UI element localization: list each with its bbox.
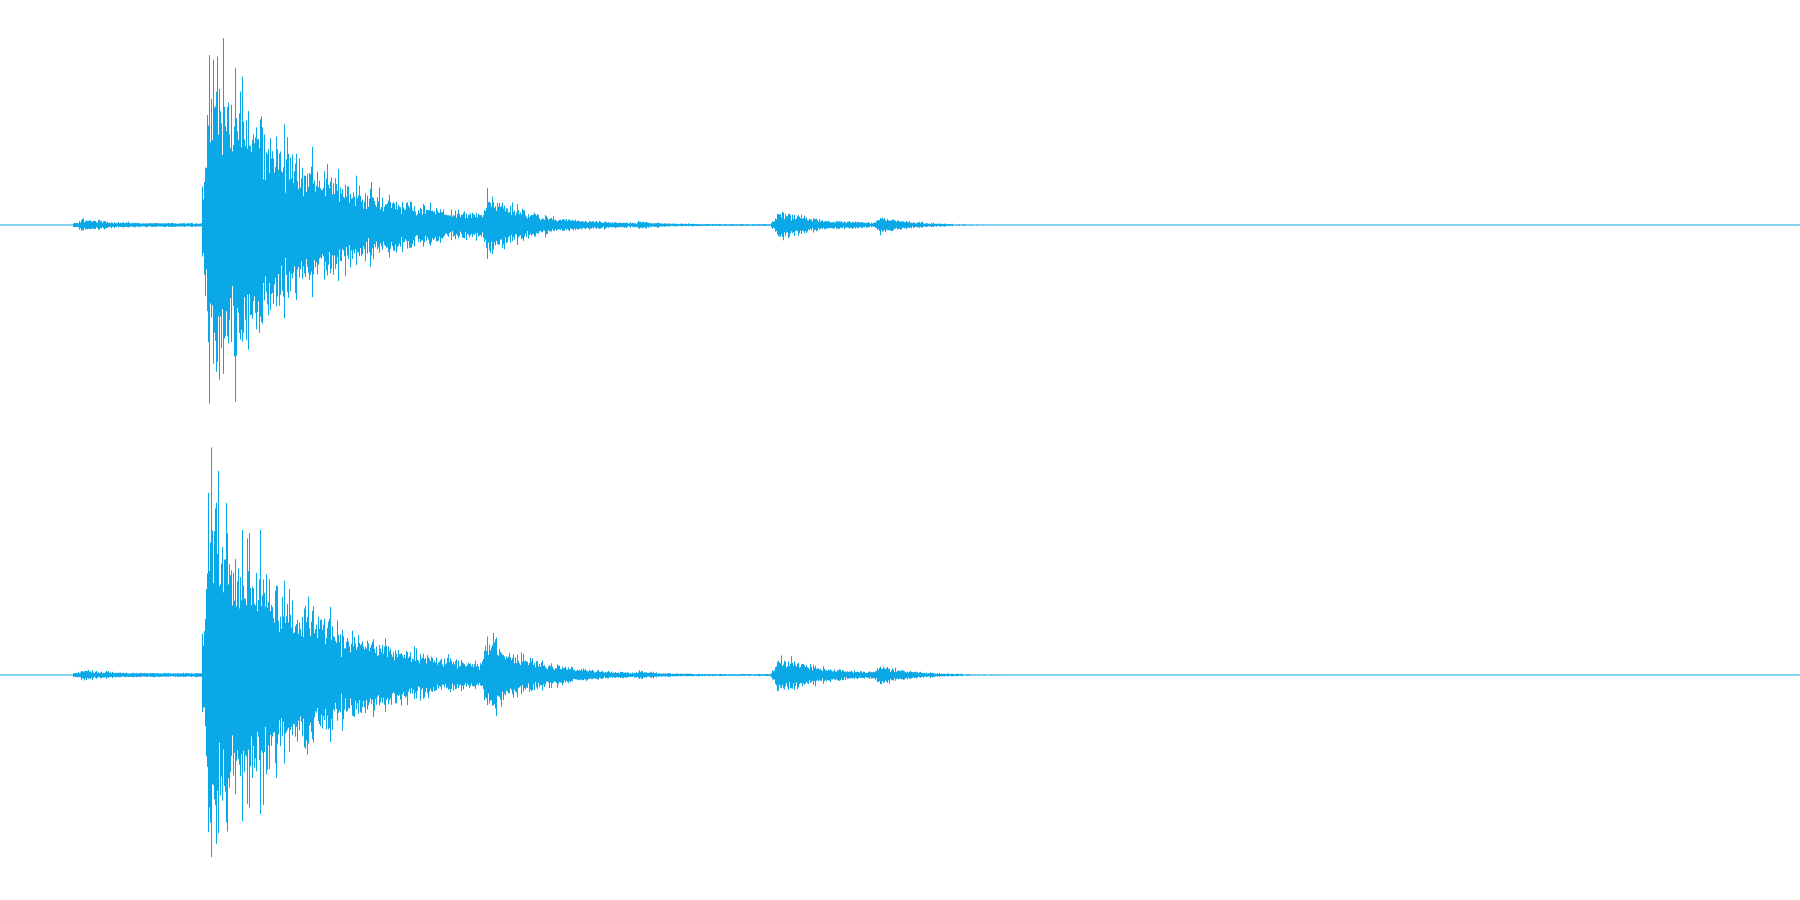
waveform-channel-left: [0, 38, 1800, 404]
waveform-channel-right: [0, 447, 1800, 858]
waveform-trace-right: [0, 447, 1800, 858]
waveform-trace-left: [0, 38, 1800, 404]
